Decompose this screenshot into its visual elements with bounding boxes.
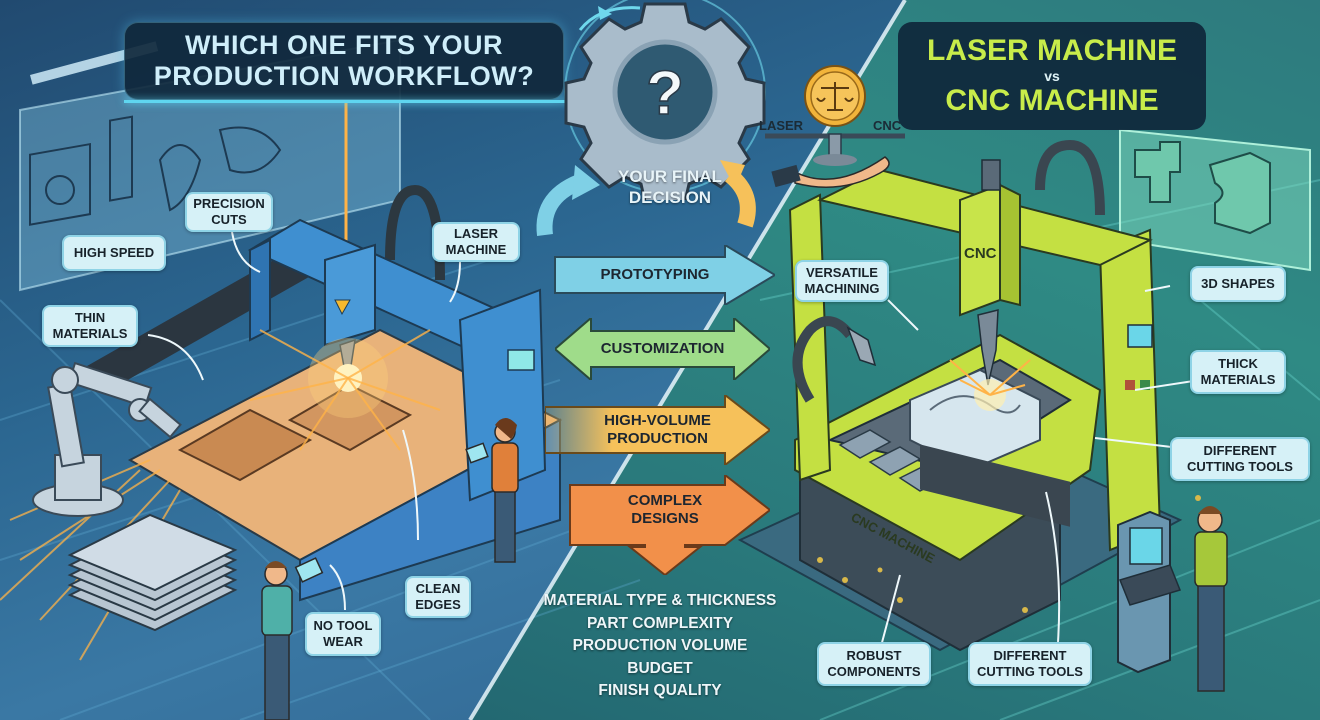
comparison-title-box: LASER MACHINE vs CNC MACHINE [898,22,1206,130]
comparison-title-laser: LASER MACHINE [926,34,1177,67]
question-title-line-2: PRODUCTION WORKFLOW? [153,61,535,91]
workflow-arrow-complex-designs: COMPLEX DESIGNS [560,475,770,575]
factor-item: MATERIAL TYPE & THICKNESS [543,592,777,609]
cut-sheet-stack [67,513,238,632]
workflow-label-customization: CUSTOMIZATION [600,340,725,357]
workflow-label-complex-designs: COMPLEX DESIGNS [627,492,703,527]
workflow-arrow-customization: CUSTOMIZATION [555,318,770,380]
final-decision-line-2: DECISION [628,188,712,207]
factor-item: BUDGET [627,659,693,677]
laser-operator-2 [261,557,324,720]
workflow-arrow-high-volume: HIGH-VOLUME PRODUCTION [545,395,770,465]
callout-high-speed: HIGH SPEED [62,235,166,271]
workflow-arrow-prototyping: PROTOTYPING [535,245,775,305]
question-title-box: WHICH ONE FITS YOUR PRODUCTION WORKFLOW? [124,22,564,100]
workflow-label-prototyping: PROTOTYPING [600,266,710,283]
callout-3d-shapes: 3D SHAPES [1190,266,1286,302]
workflow-label-high-volume: HIGH-VOLUME PRODUCTION [604,412,711,447]
cnc-head-label: CNC [964,245,997,262]
final-decision-line-1: YOUR FINAL [618,167,722,186]
scale-label-laser: LASER [759,118,804,133]
factor-item: PRODUCTION VOLUME [572,637,748,654]
question-mark-icon: ? [646,59,684,128]
decision-factors-list: MATERIAL TYPE & THICKNESS PART COMPLEXIT… [510,590,810,703]
scale-label-cnc: CNC [873,118,902,133]
factor-item: FINISH QUALITY [598,682,722,699]
laser-operator [465,418,519,563]
balance-scale-icon: LASER CNC [759,65,905,188]
decision-gear-icon: ? [564,0,766,200]
comparison-vs: vs [1044,68,1060,84]
final-decision-caption: YOUR FINAL DECISION [590,166,750,208]
comparison-title-cnc: CNC MACHINE [945,84,1159,117]
robot-arm [32,361,182,517]
title-underline [124,100,594,103]
factor-item: PART COMPLEXITY [586,614,734,632]
cnc-control-terminal [1117,510,1182,674]
question-title-line-1: WHICH ONE FITS YOUR [184,30,503,60]
cnc-operator [1194,506,1228,692]
